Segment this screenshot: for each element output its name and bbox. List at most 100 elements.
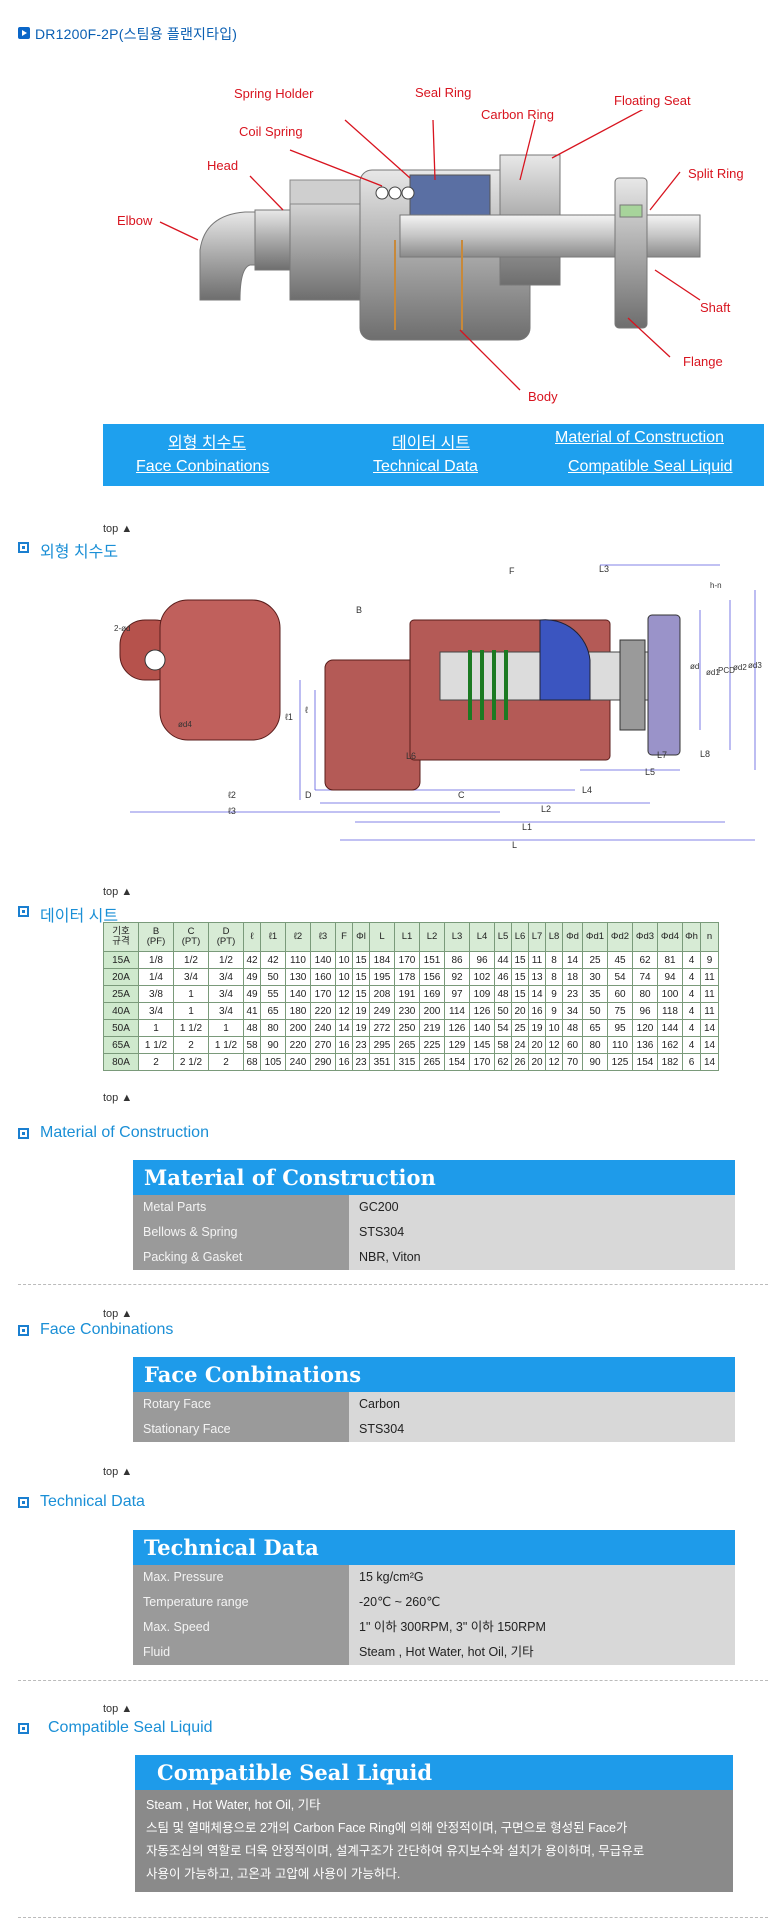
row-value: -20℃ ~ 260℃ bbox=[349, 1590, 735, 1615]
compatible-header: Compatible Seal Liquid bbox=[135, 1755, 733, 1790]
table-cell: 96 bbox=[632, 1002, 658, 1020]
table-header-cell: L4 bbox=[469, 922, 495, 952]
divider bbox=[18, 1284, 768, 1285]
table-cell: 184 bbox=[369, 951, 395, 969]
row-value: STS304 bbox=[349, 1417, 735, 1442]
table-cell: 4 bbox=[682, 985, 701, 1003]
table-cell: 3/4 bbox=[173, 968, 209, 986]
row-value: Steam , Hot Water, hot Oil, 기타 bbox=[349, 1640, 735, 1665]
row-value: 15 kg/cm²G bbox=[349, 1565, 735, 1590]
table-cell: 3/8 bbox=[138, 985, 174, 1003]
table-header-cell: Φd bbox=[562, 922, 583, 952]
top-link[interactable]: top ▲ bbox=[103, 1308, 133, 1320]
section-title-material: Material of Construction bbox=[40, 1124, 209, 1141]
label-split-ring: Split Ring bbox=[688, 166, 744, 181]
table-cell: 60 bbox=[607, 985, 633, 1003]
nav-dimension[interactable]: 외형 치수도 bbox=[168, 435, 247, 452]
table-cell: 145 bbox=[469, 1036, 495, 1054]
table-cell: 102 bbox=[469, 968, 495, 986]
table-header-cell: Φl bbox=[352, 922, 370, 952]
compatible-line: 스팀 및 열매체용으로 2개의 Carbon Face Ring에 의해 안정적… bbox=[146, 1821, 628, 1835]
table-cell: 182 bbox=[657, 1053, 683, 1071]
label-flange: Flange bbox=[683, 354, 723, 369]
dim-label-b: B bbox=[356, 605, 363, 615]
table-cell: 11 bbox=[528, 951, 546, 969]
top-link[interactable]: top ▲ bbox=[103, 1466, 133, 1478]
table-cell: 249 bbox=[369, 1002, 395, 1020]
table-cell: 160 bbox=[310, 968, 336, 986]
top-link[interactable]: top ▲ bbox=[103, 886, 133, 898]
table-cell: 23 bbox=[562, 985, 583, 1003]
divider bbox=[18, 1680, 768, 1681]
table-cell: 18 bbox=[562, 968, 583, 986]
row-key: Rotary Face bbox=[133, 1392, 349, 1417]
dim-label-c: C bbox=[458, 790, 465, 800]
table-cell: 270 bbox=[310, 1036, 336, 1054]
table-header-cell: B (PF) bbox=[138, 922, 174, 952]
table-header-cell: L2 bbox=[419, 922, 445, 952]
table-header-cell: Φd3 bbox=[632, 922, 658, 952]
top-link[interactable]: top ▲ bbox=[103, 523, 133, 535]
table-cell: 4 bbox=[682, 1036, 701, 1054]
top-link[interactable]: top ▲ bbox=[103, 1092, 133, 1104]
material-table-header: Material of Construction bbox=[133, 1160, 735, 1195]
table-cell: 3/4 bbox=[138, 1002, 174, 1020]
row-key: Metal Parts bbox=[133, 1195, 349, 1220]
table-cell: 15 bbox=[511, 968, 529, 986]
table-cell: 1/2 bbox=[208, 951, 244, 969]
top-link[interactable]: top ▲ bbox=[103, 1703, 133, 1715]
table-cell: 19 bbox=[528, 1019, 546, 1037]
table-cell: 80 bbox=[260, 1019, 286, 1037]
table-cell: 1 bbox=[208, 1019, 244, 1037]
dim-label-l3: L3 bbox=[599, 564, 610, 574]
table-cell: 2 bbox=[138, 1053, 174, 1071]
size-cell: 40A bbox=[103, 1002, 139, 1020]
nav-face[interactable]: Face Conbinations bbox=[136, 458, 270, 475]
table-cell: 97 bbox=[444, 985, 470, 1003]
table-cell: 50 bbox=[260, 968, 286, 986]
dim-label-ll1: ℓ1 bbox=[285, 712, 293, 722]
row-value: NBR, Viton bbox=[349, 1245, 735, 1270]
dim-label-l8: L8 bbox=[700, 749, 711, 759]
label-floating-seat: Floating Seat bbox=[614, 93, 691, 108]
table-cell: 49 bbox=[243, 968, 261, 986]
dim-label-l5: L5 bbox=[645, 767, 656, 777]
table-cell: 220 bbox=[285, 1036, 311, 1054]
table-header-cell: Φd4 bbox=[657, 922, 683, 952]
nav-compatible[interactable]: Compatible Seal Liquid bbox=[568, 458, 733, 475]
table-cell: 62 bbox=[494, 1053, 512, 1071]
table-header-cell: L5 bbox=[494, 922, 512, 952]
table-cell: 13 bbox=[528, 968, 546, 986]
page-title: DR1200F-2P(스팀용 플랜지타입) bbox=[35, 26, 238, 42]
table-cell: 70 bbox=[562, 1053, 583, 1071]
table-cell: 1/2 bbox=[173, 951, 209, 969]
table-cell: 110 bbox=[285, 951, 311, 969]
table-cell: 195 bbox=[369, 968, 395, 986]
table-cell: 15 bbox=[352, 951, 370, 969]
table-header-cell: ℓ2 bbox=[285, 922, 311, 952]
nav-material[interactable]: Material of Construction bbox=[555, 429, 724, 446]
divider bbox=[18, 1917, 768, 1918]
table-cell: 1 1/2 bbox=[173, 1019, 209, 1037]
table-cell: 110 bbox=[607, 1036, 633, 1054]
nav-datasheet[interactable]: 데이터 시트 bbox=[392, 435, 471, 452]
nav-technical[interactable]: Technical Data bbox=[373, 458, 478, 475]
section-title-dimension: 외형 치수도 bbox=[40, 544, 119, 561]
table-cell: 23 bbox=[352, 1053, 370, 1071]
table-cell: 12 bbox=[545, 1036, 563, 1054]
table-cell: 11 bbox=[700, 1002, 719, 1020]
dim-label-ll3: ℓ3 bbox=[228, 806, 236, 816]
table-cell: 96 bbox=[469, 951, 495, 969]
table-cell: 25 bbox=[582, 951, 608, 969]
table-cell: 109 bbox=[469, 985, 495, 1003]
table-cell: 15 bbox=[352, 985, 370, 1003]
table-cell: 16 bbox=[335, 1053, 353, 1071]
row-key: Max. Pressure bbox=[133, 1565, 349, 1590]
table-cell: 3/4 bbox=[208, 985, 244, 1003]
table-cell: 240 bbox=[310, 1019, 336, 1037]
table-cell: 12 bbox=[335, 985, 353, 1003]
table-cell: 140 bbox=[285, 985, 311, 1003]
